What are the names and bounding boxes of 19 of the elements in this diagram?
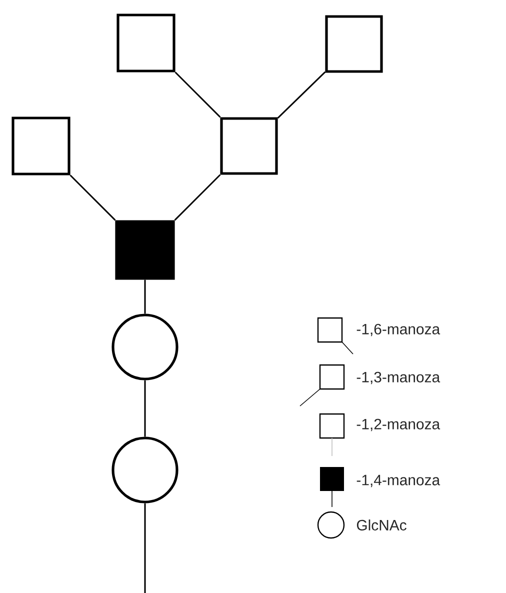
connector-line <box>174 174 221 221</box>
connector-line <box>70 174 116 221</box>
connector-line <box>144 380 146 437</box>
connector-line <box>277 71 326 119</box>
square <box>12 116 70 176</box>
square <box>220 117 278 175</box>
legend-text: GlcNAc <box>356 520 406 530</box>
circle <box>112 314 178 380</box>
legend-text: -1,4-manoza <box>356 474 440 488</box>
square <box>325 15 383 73</box>
square <box>116 14 176 72</box>
connector-line <box>144 280 146 314</box>
legend-text: -1,6-manoza <box>356 324 440 336</box>
connector-line <box>174 72 221 118</box>
circle <box>112 436 178 504</box>
filled-square <box>115 220 175 280</box>
legend-text: -1,2-manoza <box>356 418 440 432</box>
legend-text: -1,3-manoza <box>356 372 440 384</box>
connector-line <box>144 503 146 593</box>
